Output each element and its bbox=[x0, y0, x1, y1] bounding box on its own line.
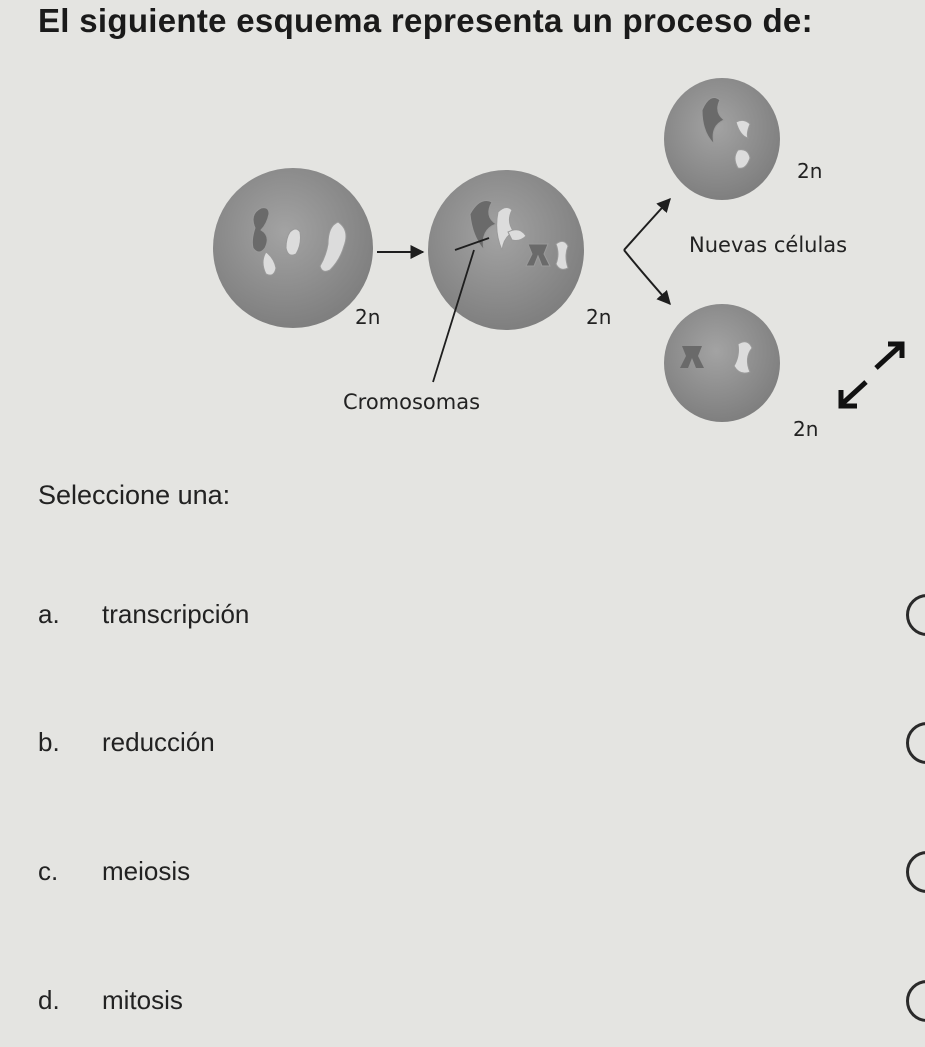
daughter-cell-top bbox=[664, 78, 780, 200]
radio-button[interactable] bbox=[906, 851, 925, 893]
option-c[interactable]: c. meiosis bbox=[38, 841, 925, 901]
arrow-down bbox=[623, 249, 671, 306]
option-a[interactable]: a. transcripción bbox=[38, 584, 925, 644]
option-letter: c. bbox=[38, 855, 59, 886]
label-2n-replicated: 2n bbox=[586, 305, 611, 329]
option-d[interactable]: d. mitosis bbox=[38, 970, 925, 1030]
daughter-cell-bottom bbox=[664, 304, 780, 422]
expand-icon[interactable] bbox=[838, 341, 905, 409]
replicated-cell bbox=[428, 170, 584, 330]
label-chromosomes: Cromosomas bbox=[343, 390, 480, 414]
question-title: El siguiente esquema representa un proce… bbox=[38, 2, 813, 39]
option-label: transcripción bbox=[102, 598, 250, 629]
option-label: reducción bbox=[102, 726, 215, 757]
label-2n-bottom: 2n bbox=[793, 417, 818, 441]
radio-button[interactable] bbox=[906, 594, 925, 636]
option-letter: b. bbox=[38, 726, 60, 757]
label-2n-top: 2n bbox=[797, 159, 822, 183]
label-2n-parent: 2n bbox=[355, 305, 380, 329]
option-label: meiosis bbox=[102, 855, 191, 886]
chromosome-icon bbox=[469, 200, 569, 270]
arrow-up bbox=[623, 197, 671, 251]
chromosome-icon bbox=[701, 97, 751, 169]
option-label: mitosis bbox=[102, 984, 183, 1015]
label-new-cells: Nuevas células bbox=[689, 233, 847, 257]
chromosome-icon bbox=[251, 207, 347, 276]
radio-button[interactable] bbox=[906, 980, 925, 1022]
cell-division-diagram: 2n Nuevas células 2n 2n Cromosomas 2n bbox=[213, 78, 905, 441]
chromosome-icon bbox=[680, 341, 753, 374]
option-letter: d. bbox=[38, 984, 60, 1015]
chromosome-pointer bbox=[432, 237, 490, 383]
option-letter: a. bbox=[38, 598, 60, 629]
select-prompt: Seleccione una: bbox=[38, 480, 231, 510]
option-b[interactable]: b. reducción bbox=[38, 712, 925, 772]
radio-button[interactable] bbox=[906, 722, 925, 764]
parent-cell bbox=[213, 168, 373, 328]
